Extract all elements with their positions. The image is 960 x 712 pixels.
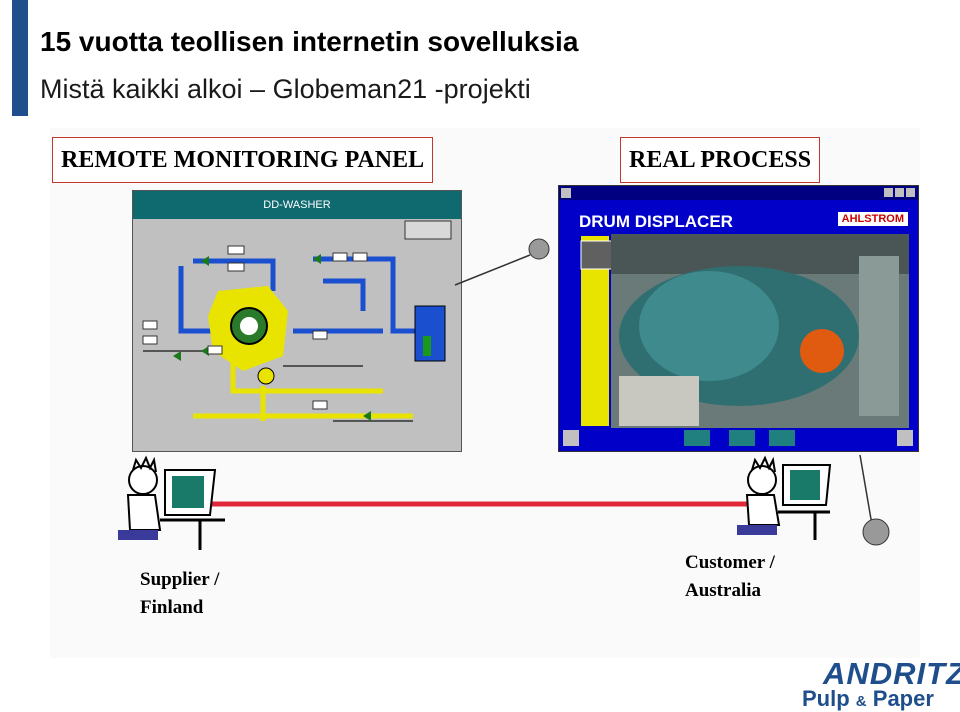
supplier-label-line2: Finland: [140, 597, 204, 618]
customer-label-line2: Australia: [685, 580, 761, 601]
app-titlebar: [559, 186, 918, 200]
logo-pulp: Pulp: [802, 686, 850, 711]
supplier-label: Supplier / Finland: [140, 566, 219, 622]
slide-subtitle: Mistä kaikki alkoi – Globeman21 -projekt…: [40, 74, 531, 104]
process-photo: [559, 234, 918, 451]
customer-label: Customer / Australia: [685, 549, 775, 605]
scada-title: DD-WASHER: [133, 191, 461, 219]
window-controls: [561, 188, 915, 198]
slide-title: 15 vuotta teollisen internetin sovelluks…: [40, 26, 579, 57]
pulp-paper-wordmark: Pulp & Paper: [802, 686, 934, 712]
supplier-label-line1: Supplier /: [140, 569, 220, 590]
remote-monitoring-panel-label: REMOTE MONITORING PANEL: [52, 137, 434, 183]
andritz-logo: ANDRITZ: [823, 656, 960, 691]
scada-process-diagram: [142, 220, 452, 422]
customer-label-line1: Customer /: [685, 552, 775, 573]
ahlstrom-brand: AHLSTROM: [837, 212, 908, 226]
logo-paper: Paper: [872, 686, 934, 711]
title-accent-bar: [12, 0, 28, 116]
app-heading: DRUM DISPLACER: [579, 212, 733, 231]
logo-amp: &: [855, 693, 867, 710]
real-process-label: REAL PROCESS: [620, 137, 821, 183]
scada-monitoring-screen: DD-WASHER: [132, 190, 462, 452]
drum-displacer-app-window: DRUM DISPLACER AHLSTROM: [558, 185, 919, 452]
